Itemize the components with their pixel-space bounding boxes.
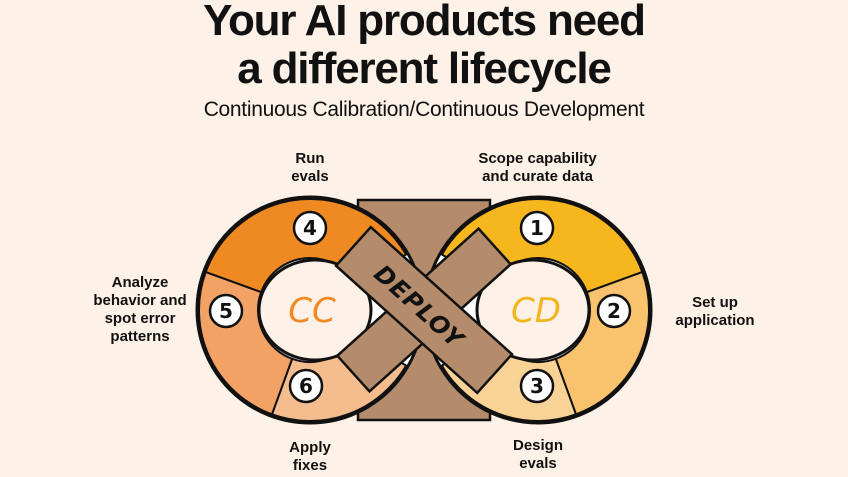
step-5-badge xyxy=(208,293,244,329)
step-1-badge xyxy=(519,210,555,246)
title-line-1: Your AI products need xyxy=(203,0,646,45)
left-loop-hole xyxy=(257,258,373,362)
step-4-badge xyxy=(292,210,328,246)
step-3-number: 3 xyxy=(530,374,544,398)
deploy-band-rect xyxy=(334,225,514,395)
step-2-number: 2 xyxy=(607,299,621,323)
subtitle: Continuous Calibration/Continuous Develo… xyxy=(203,98,645,121)
step-6-number: 6 xyxy=(299,374,313,398)
step-1-number: 1 xyxy=(530,216,544,240)
step-6-badge xyxy=(288,368,324,404)
cd-label: CD xyxy=(511,291,561,331)
step-5-number: 5 xyxy=(219,299,233,323)
right-loop-hole xyxy=(475,258,591,362)
step-2-badge xyxy=(596,293,632,329)
cc-label: CC xyxy=(288,291,336,331)
step-3-badge xyxy=(519,368,555,404)
title-line-2: a different lifecycle xyxy=(237,44,612,93)
step-4-number: 4 xyxy=(303,216,317,240)
page-title: Your AI products need a different lifecy… xyxy=(0,0,848,93)
